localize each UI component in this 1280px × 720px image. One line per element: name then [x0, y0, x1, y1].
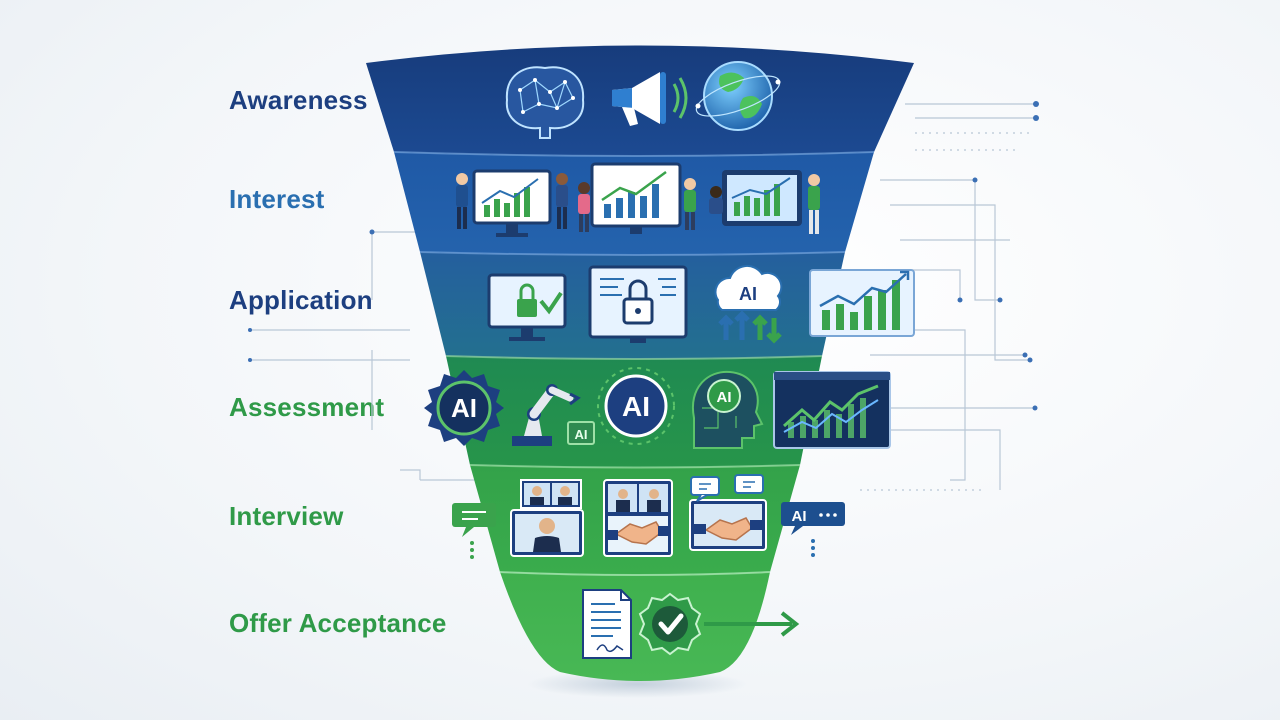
ai-gear-icon: AI — [424, 370, 504, 446]
megaphone-icon — [612, 72, 688, 126]
stage-label-assessment: Assessment — [229, 392, 385, 422]
funnel-bands — [366, 45, 914, 681]
arrow-right-icon — [704, 611, 800, 637]
robot-arm-icon: AI — [512, 384, 595, 446]
globe-icon — [695, 61, 781, 131]
presentation-icon — [578, 162, 696, 234]
presentation-icon — [456, 169, 568, 237]
circuit-dots-decoration — [248, 101, 1039, 411]
ai-center-badge-icon: AI — [597, 367, 675, 445]
chat-ai-label: AI — [792, 508, 807, 525]
chat-bubble-icon — [690, 476, 720, 502]
video-call-icon — [520, 479, 582, 509]
handshake-icon — [689, 499, 767, 551]
stage-label-interest: Interest — [229, 184, 325, 214]
gear-ai-label: AI — [451, 393, 477, 423]
cloud-ai-label: AI — [739, 284, 757, 304]
checkmark-badge-icon — [638, 592, 702, 656]
head-ai-label: AI — [717, 389, 732, 406]
chat-bubble-icon — [734, 474, 764, 494]
cloud-icon: AI — [714, 264, 783, 344]
contract-document-icon — [582, 589, 632, 659]
video-call-icon — [603, 479, 673, 557]
growth-chart-icon — [773, 371, 891, 449]
stage-label-interview: Interview — [229, 501, 344, 531]
brain-icon — [505, 66, 585, 139]
stage-label-awareness: Awareness — [229, 85, 368, 115]
stage-label-application: Application — [229, 285, 373, 315]
growth-chart-icon — [809, 269, 915, 337]
lock-icon — [588, 265, 688, 343]
center-ai-label: AI — [622, 391, 650, 422]
ai-chat-bubble-icon: AI — [781, 502, 845, 557]
stage-label-offer-acceptance: Offer Acceptance — [229, 608, 447, 638]
band-offer-acceptance — [500, 572, 770, 681]
presentation-icon — [709, 170, 820, 234]
lock-icon — [487, 273, 567, 341]
robot-ai-label: AI — [575, 427, 588, 442]
chat-bubble-icon — [452, 503, 496, 559]
video-call-icon — [510, 509, 584, 557]
ai-head-icon: AI — [691, 370, 764, 449]
